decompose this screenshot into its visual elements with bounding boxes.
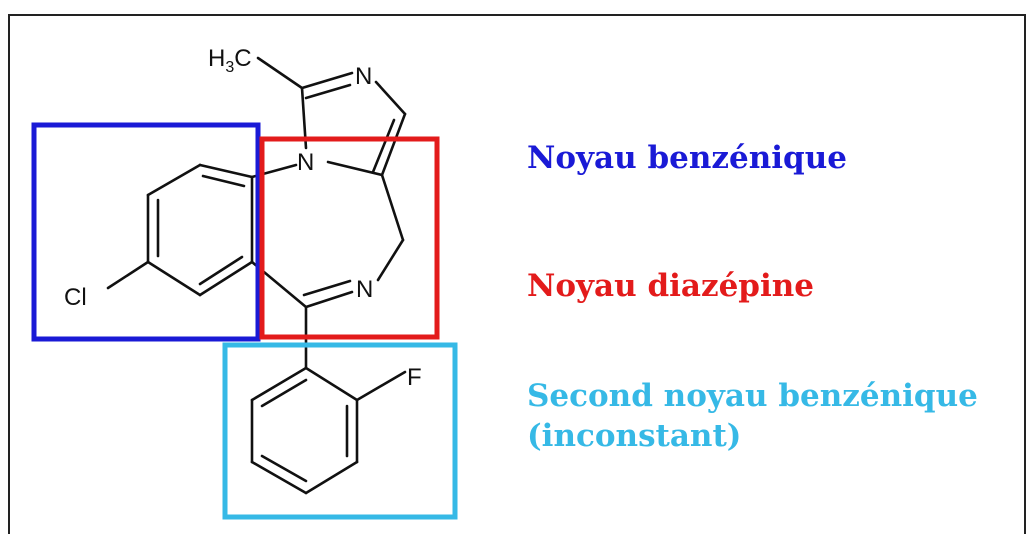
bond-ring2-f-double bbox=[260, 378, 308, 408]
bond-ring1-f bbox=[198, 163, 254, 179]
bond-c-f bbox=[355, 370, 407, 402]
bond-ch-c-double bbox=[371, 118, 396, 174]
bond-c-cl bbox=[106, 260, 150, 290]
box-benzene bbox=[31, 122, 261, 342]
bond-ring1-e bbox=[146, 163, 202, 197]
figure-frame bbox=[8, 14, 1026, 534]
box-second-benzene bbox=[222, 342, 458, 520]
bond-ch2-n bbox=[376, 238, 405, 282]
bond-n-c-imine-double bbox=[302, 279, 352, 297]
bond-ring1-b-double bbox=[198, 255, 244, 286]
bond-methyl bbox=[256, 56, 304, 90]
legend-second-benzene-line1: Second noyau benzénique bbox=[527, 378, 978, 414]
bond-n-ch bbox=[374, 80, 407, 116]
bond-c-n-imidazole bbox=[300, 71, 354, 90]
atom-n-imine: N bbox=[356, 276, 373, 303]
bond-ring1-f-double bbox=[201, 174, 246, 188]
bond-c-ch2 bbox=[380, 173, 405, 242]
legend-second-benzene-line2: (inconstant) bbox=[527, 418, 742, 454]
bond-ring2-f bbox=[250, 366, 308, 402]
bond-ring2-d-double bbox=[260, 454, 308, 483]
atom-methyl: H3C bbox=[208, 45, 252, 76]
atom-n-imidazole: N bbox=[355, 63, 372, 90]
atom-n-bridge: N bbox=[297, 149, 314, 176]
legend-second-benzene: Second noyau benzénique (inconstant) bbox=[527, 376, 978, 456]
atom-chlorine: Cl bbox=[64, 284, 87, 311]
bond-n-c-fused bbox=[326, 160, 384, 177]
bond-ch-c bbox=[380, 112, 407, 177]
bond-ring1-b bbox=[198, 260, 254, 297]
atom-fluorine: F bbox=[407, 364, 422, 391]
bond-ring2-c bbox=[304, 460, 359, 495]
bond-ring1-c bbox=[146, 260, 202, 297]
bond-ring2-a bbox=[304, 366, 359, 402]
bond-c-n-imidazole-double bbox=[304, 83, 352, 100]
legend-benzene: Noyau benzénique bbox=[527, 140, 847, 176]
box-diazepine bbox=[259, 136, 440, 340]
atom-labels: H3C N N N Cl F bbox=[64, 45, 422, 391]
bond-n-c-imine bbox=[304, 290, 354, 309]
bond-ring2-d bbox=[250, 460, 308, 495]
legend-diazepine: Noyau diazépine bbox=[527, 268, 815, 304]
